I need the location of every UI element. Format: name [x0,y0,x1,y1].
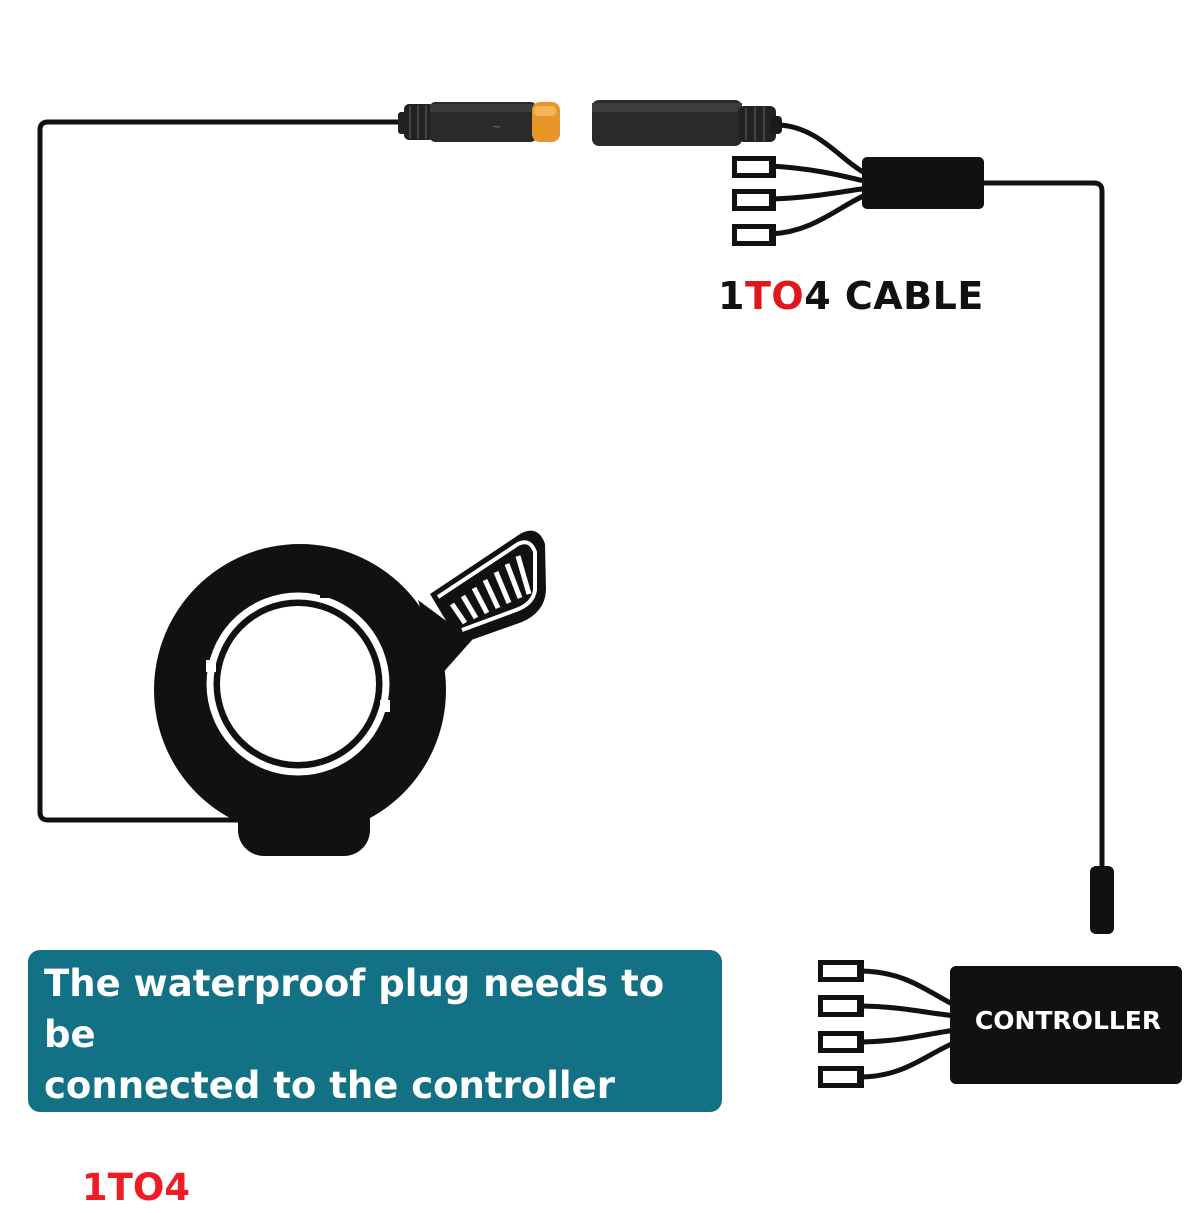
controller-wires [861,968,958,1080]
waterproof-plug-male-icon: ~ [398,102,560,142]
splitter-connectors [732,156,776,246]
controller-label: CONTROLLER [974,1006,1162,1035]
controller-box-icon [950,966,1182,1084]
cable-label-suffix: 4 CABLE [804,274,984,318]
note-line-3-suffix: cable [190,1166,315,1209]
controller-cable-end-icon [1090,866,1114,934]
throttle-cable [37,119,402,823]
splitter-hub-icon [862,157,984,209]
note-line-3-prefix: a [44,1166,82,1209]
note-text: The waterproof plug needs to be connecte… [44,958,708,1213]
splitter-wires [769,122,870,237]
cable-label: 1TO4 CABLE [718,274,984,318]
throttle-icon [154,530,546,856]
waterproof-plug-female-icon [592,100,782,146]
cable-label-highlight: TO [744,274,805,318]
svg-text:~: ~ [492,120,501,133]
cable-label-prefix: 1 [718,274,745,318]
controller-connectors [818,960,864,1088]
note-line-2: connected to the controller with [44,1064,615,1158]
note-line-3-highlight: 1TO4 [81,1166,191,1209]
note-box: The waterproof plug needs to be connecte… [28,950,722,1209]
note-line-1: The waterproof plug needs to be [44,962,665,1056]
controller-cable [984,180,1105,870]
